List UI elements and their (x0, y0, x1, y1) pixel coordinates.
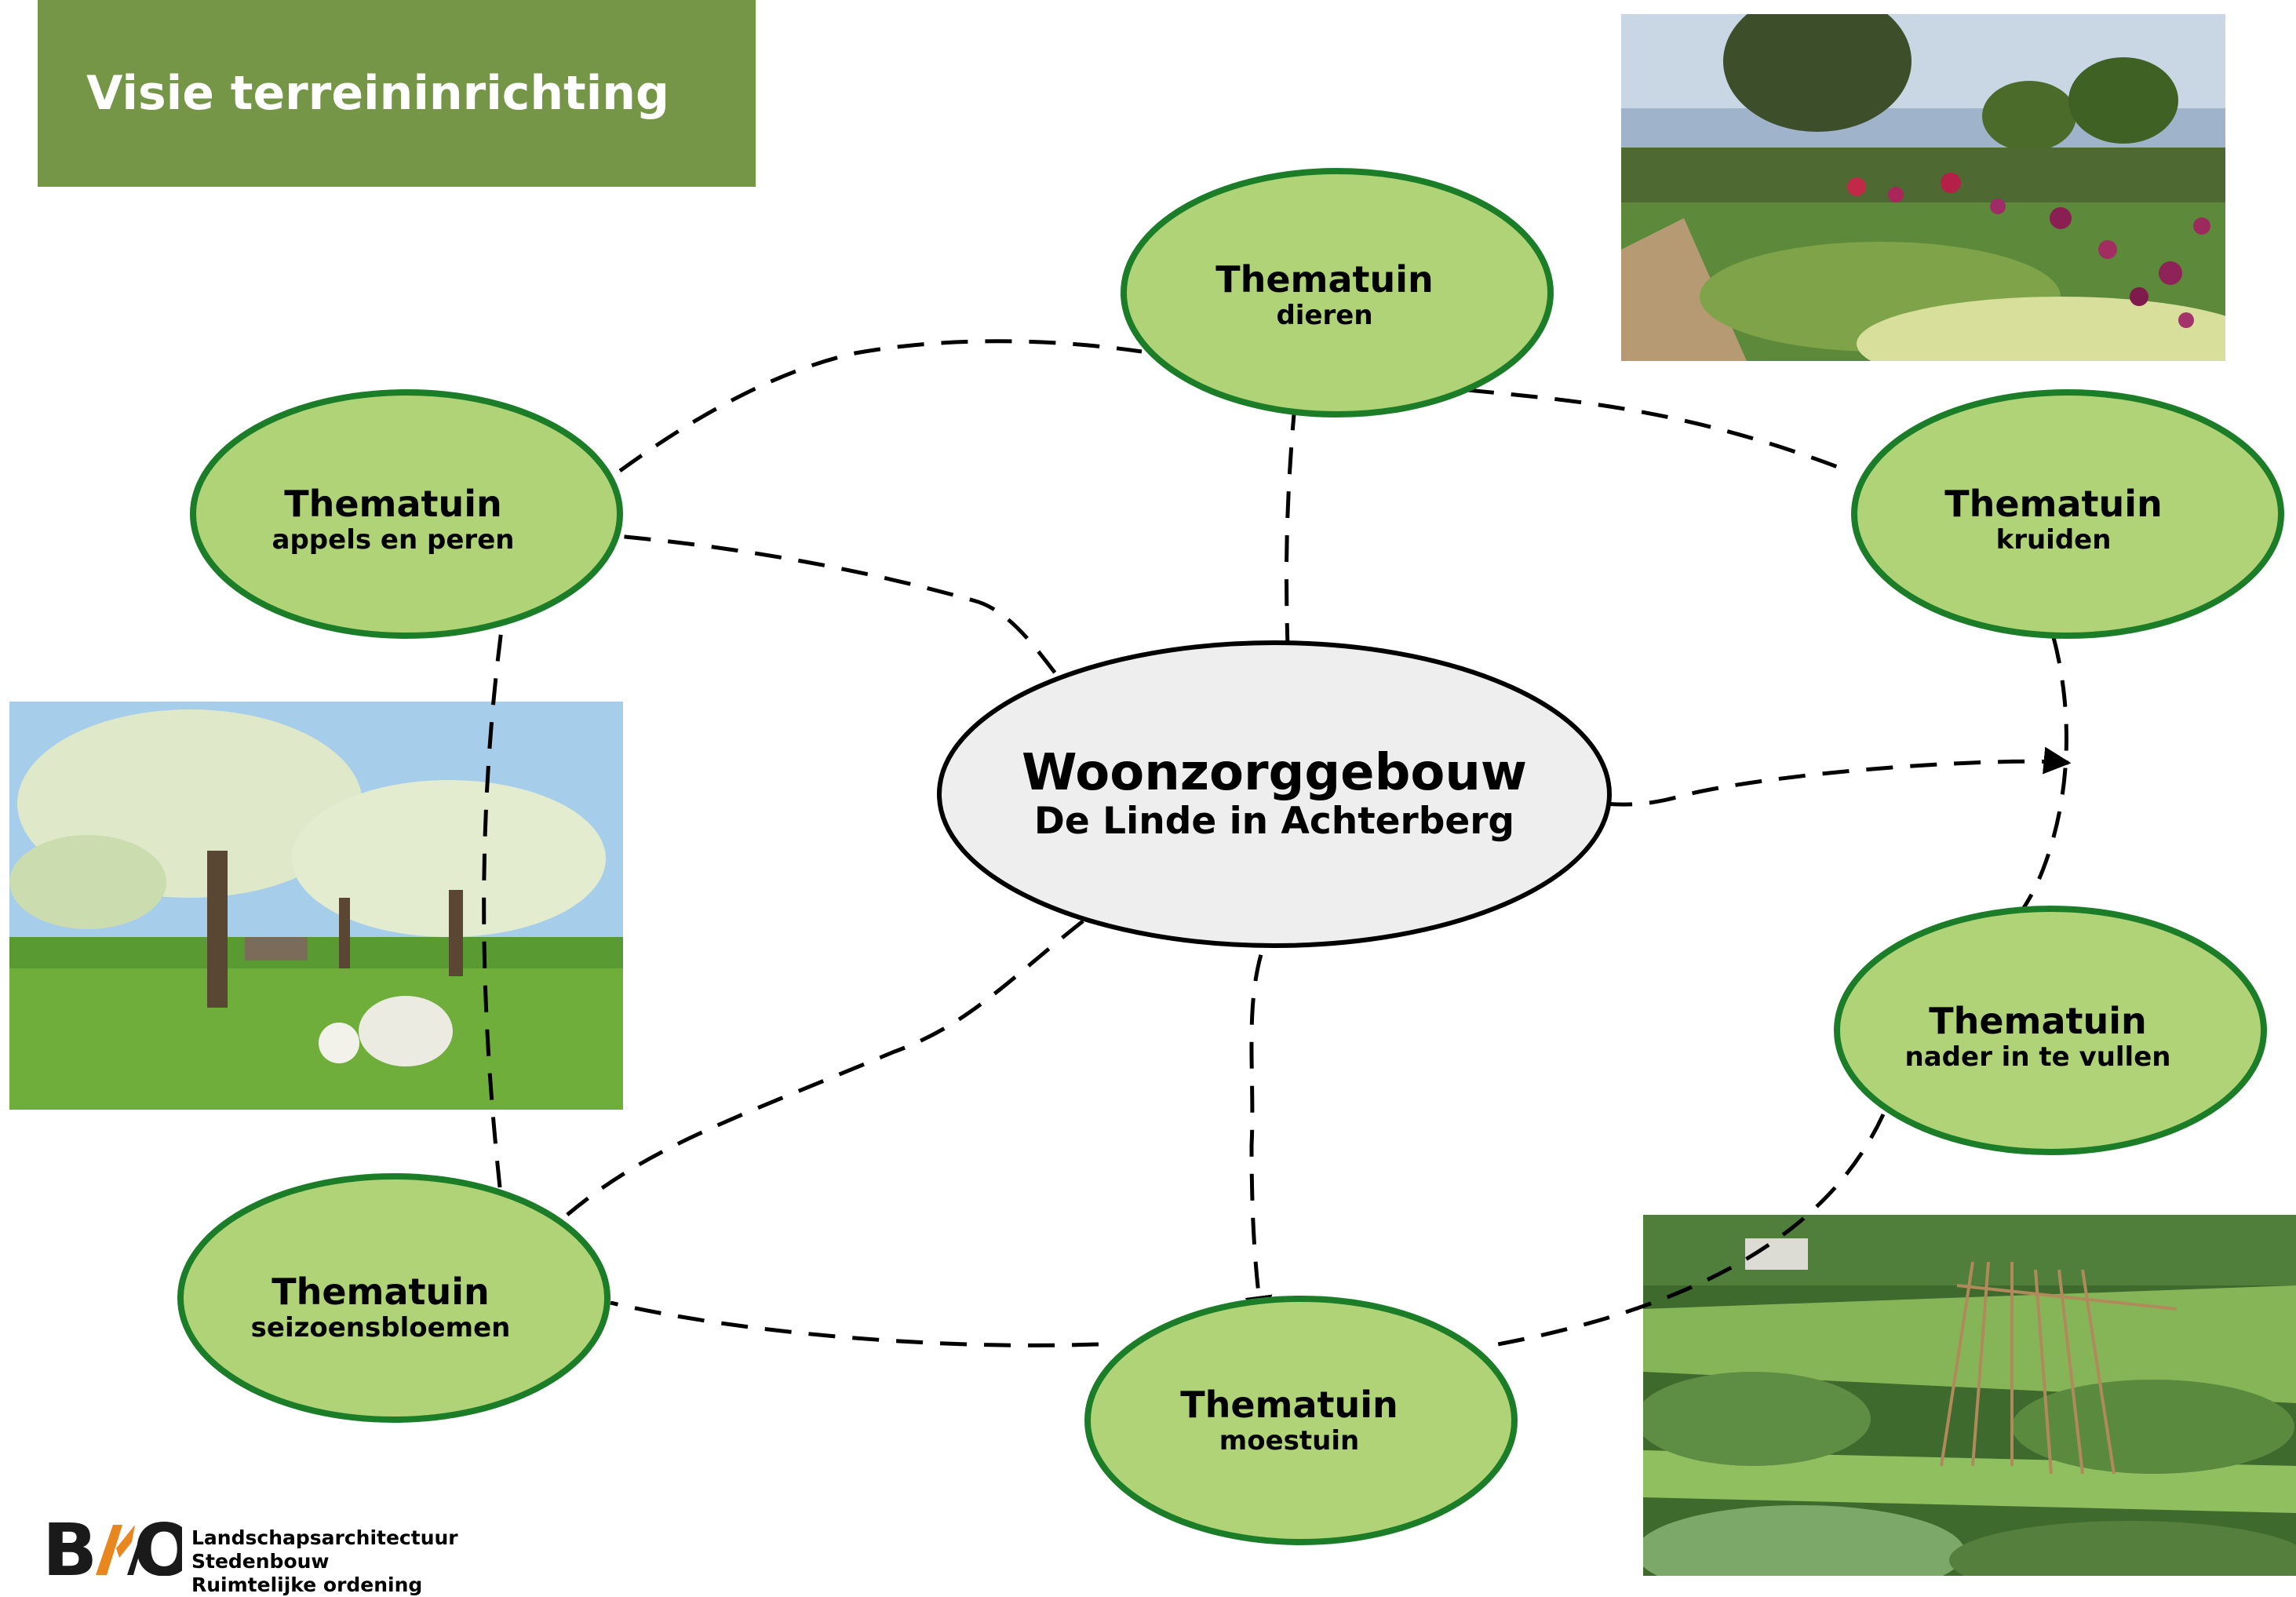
theme-label-nader-in-te-vullen: Thematuin nader in te vullen (1905, 1001, 2171, 1073)
logo-line: Landschapsarchitectuur (191, 1526, 458, 1549)
flower-garden-photo (1621, 14, 2225, 361)
theme-label-moestuin: Thematuin moestuin (1180, 1384, 1398, 1457)
logo-line: Stedenbouw (191, 1550, 330, 1573)
logo-text: Landschapsarchitectuur Stedenbouw Ruimte… (191, 1526, 458, 1597)
connector-center-dieren (1274, 385, 1308, 697)
vegetable-garden-photo (1643, 1215, 2296, 1576)
connector-center-moestuin (1245, 911, 1280, 1324)
theme-subtitle: kruiden (1995, 524, 2112, 556)
theme-node-appels-en-peren (190, 389, 623, 639)
center-node (937, 640, 1612, 948)
theme-subtitle: moestuin (1219, 1425, 1360, 1457)
connector-kruiden-nader (2020, 636, 2068, 912)
theme-node-moestuin (1084, 1296, 1518, 1545)
svg-text:B: B (42, 1511, 97, 1576)
center-label: Woonzorggebouw De Linde in Achterberg (1022, 746, 1527, 843)
svg-text:O: O (133, 1511, 182, 1576)
connector-center-seizoens (533, 892, 1121, 1246)
theme-title: Thematuin (1215, 258, 1434, 301)
theme-label-dieren: Thematuin dieren (1215, 259, 1434, 331)
theme-subtitle: dieren (1276, 300, 1373, 331)
theme-label-appels-en-peren: Thematuin appels en peren (272, 483, 515, 556)
bao-logo: B O Landschapsarchitectuur Stedenbouw Ru… (41, 1511, 512, 1596)
center-subtitle: De Linde in Achterberg (1033, 800, 1515, 843)
theme-title: Thematuin (284, 483, 502, 525)
center-title: Woonzorggebouw (1021, 744, 1528, 802)
theme-subtitle: nader in te vullen (1904, 1041, 2171, 1073)
logo-line: Ruimtelijke ordening (191, 1573, 423, 1596)
theme-label-seizoensbloemen: Thematuin seizoensbloemen (251, 1271, 511, 1344)
theme-node-kruiden (1851, 389, 2284, 639)
page-title: Visie terreininrichting (86, 66, 669, 121)
connector-dieren-kruiden (1467, 388, 1853, 475)
bao-logo-mark: B O (42, 1511, 182, 1576)
theme-title: Thematuin (272, 1271, 490, 1313)
connector-center-appels (564, 520, 1085, 709)
title-banner: Visie terreininrichting (38, 0, 756, 187)
theme-node-nader-in-te-vullen (1834, 906, 2267, 1155)
theme-node-dieren (1121, 168, 1554, 417)
connector-appels-dieren (618, 339, 1143, 473)
theme-node-seizoensbloemen (177, 1173, 610, 1423)
connector-moestuin-seizoens (610, 1300, 1099, 1347)
connector-seizoens-appels (482, 623, 505, 1188)
theme-title: Thematuin (1929, 1000, 2147, 1042)
theme-title: Thematuin (1180, 1384, 1398, 1426)
theme-title: Thematuin (1944, 483, 2163, 525)
theme-subtitle: seizoensbloemen (250, 1312, 511, 1344)
orchard-sheep-photo (9, 702, 623, 1110)
connector-center-kruiden (1562, 746, 2072, 816)
theme-subtitle: appels en peren (272, 524, 515, 556)
connector-nader-moestuin (1489, 1113, 1886, 1348)
theme-label-kruiden: Thematuin kruiden (1944, 483, 2163, 556)
